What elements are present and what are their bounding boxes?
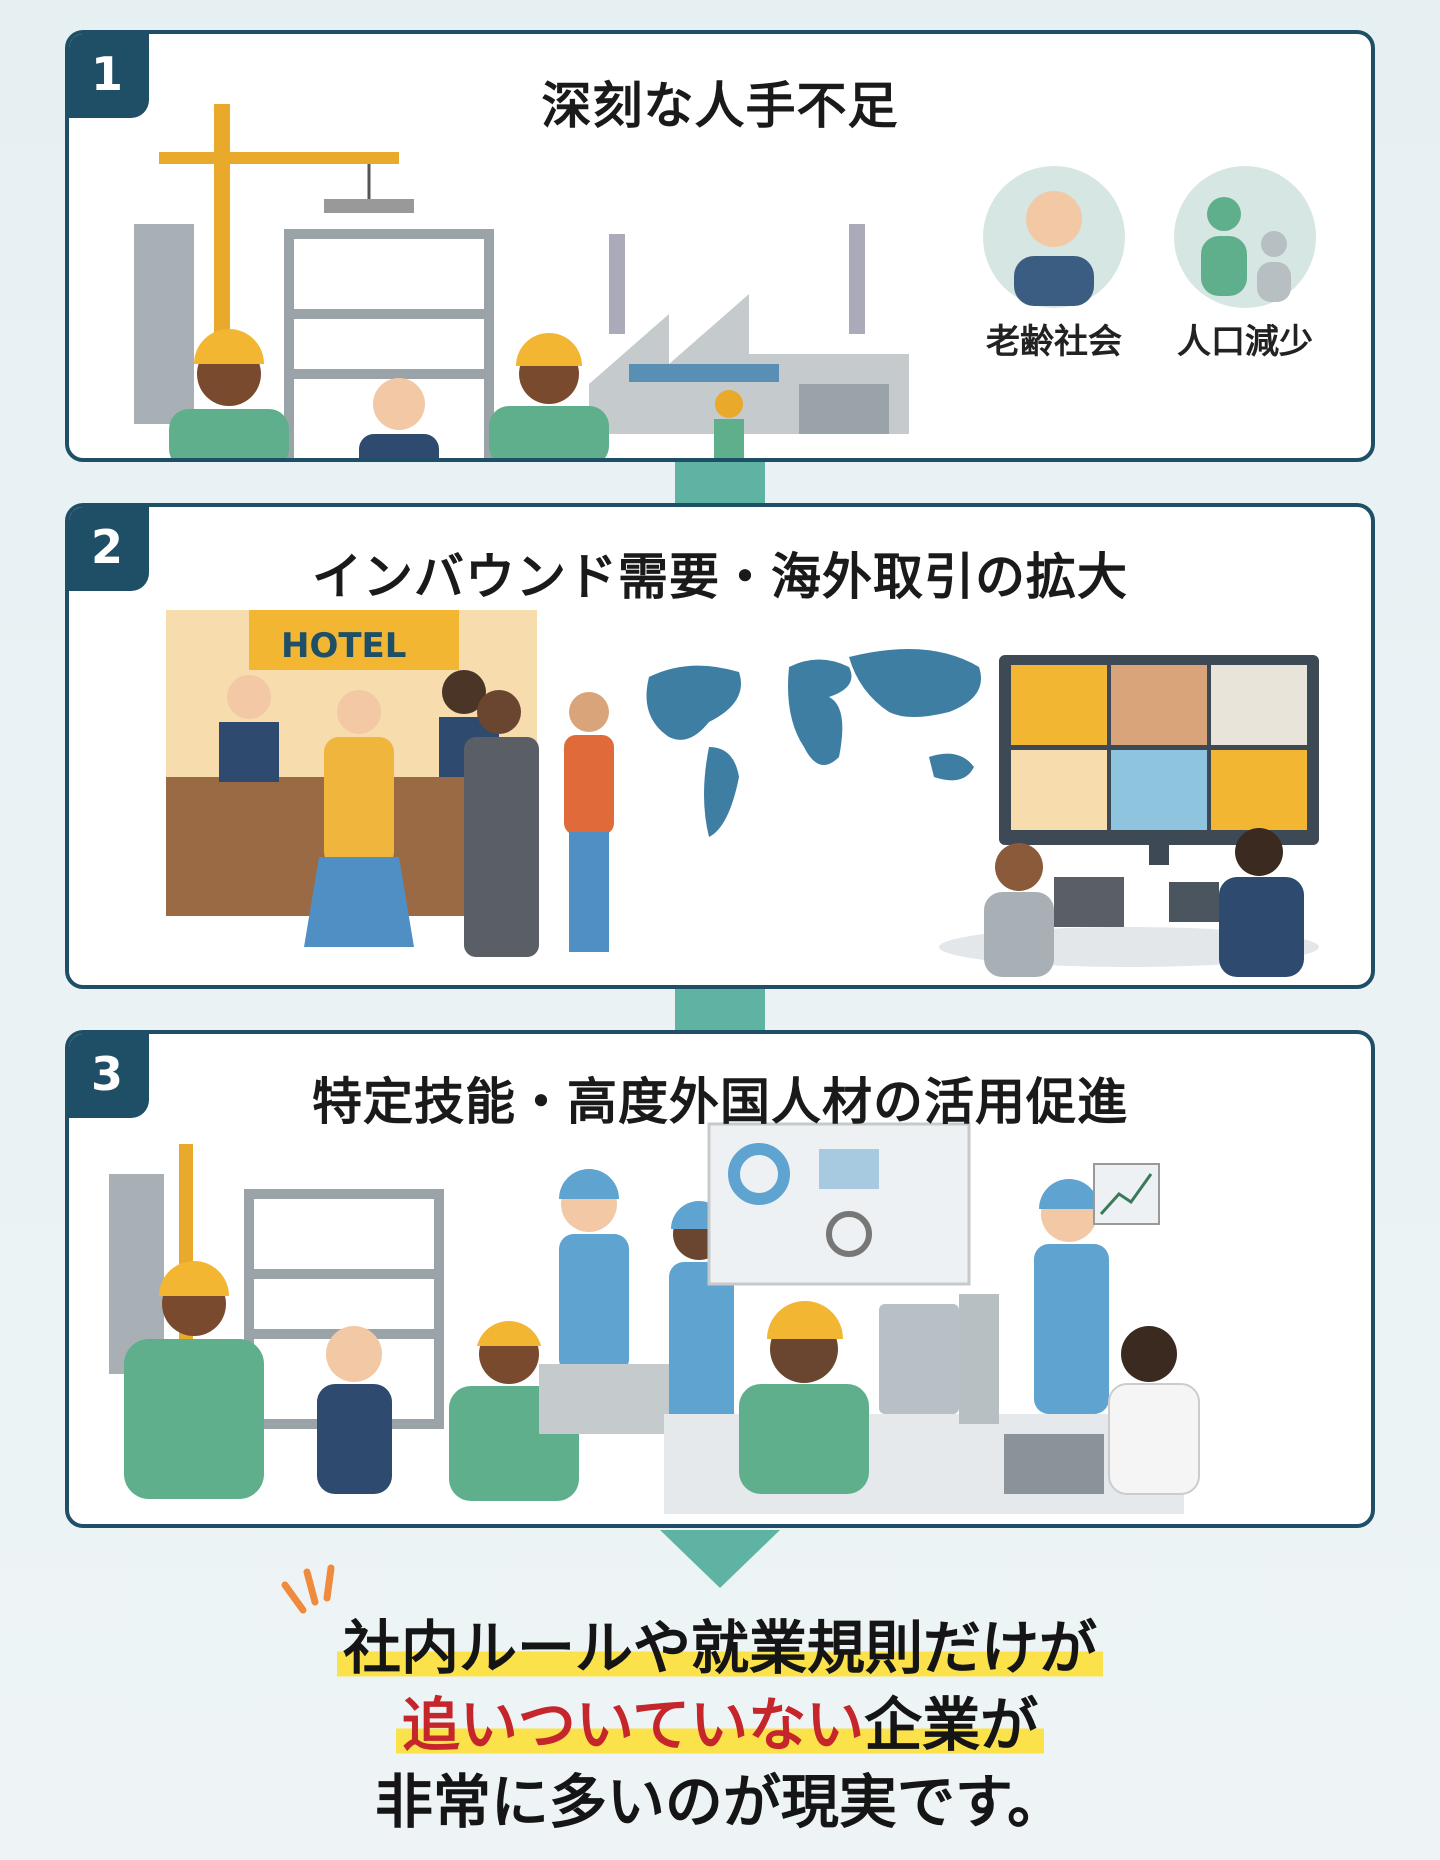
worker-icons <box>169 329 744 458</box>
section-title: 特定技能・高度外国人材の活用促進 <box>312 1073 1128 1131</box>
building-frame <box>284 229 494 458</box>
section-number-badge: 2 <box>69 507 149 591</box>
tag-aging-society: 老齢社会 <box>986 322 1122 362</box>
tag-population-decline: 人口減少 <box>1177 322 1313 362</box>
section-number-badge: 1 <box>69 34 149 118</box>
office-scene <box>664 1122 1200 1514</box>
section-card-2: HOTEL 2 インバウンド需要・海外取引の拡大 <box>65 503 1375 989</box>
conclusion-line-3: 非常に多いのが現実です。 <box>374 1768 1066 1836</box>
inbound-demand-illustration: HOTEL <box>166 610 1319 977</box>
video-conference-monitor <box>939 655 1319 977</box>
labor-shortage-illustration <box>134 104 1316 458</box>
factory-icon <box>589 224 909 434</box>
section-title: 深刻な人手不足 <box>541 77 899 135</box>
foreign-talent-illustration <box>109 1122 1200 1514</box>
emphasis-lines-icon <box>281 1564 335 1614</box>
population-decline-icon <box>1174 166 1316 308</box>
section-card-3: 3 特定技能・高度外国人材の活用促進 <box>65 1030 1375 1528</box>
crane-icon <box>159 104 414 334</box>
section-number-badge: 3 <box>69 1034 149 1118</box>
connector-1-2 <box>675 460 765 506</box>
hotel-sign: HOTEL <box>281 626 406 666</box>
section-card-1: 1 深刻な人手不足 老齢社会 人口減少 <box>65 30 1375 462</box>
worker-icons <box>124 1169 734 1501</box>
section-title: インバウンド需要・海外取引の拡大 <box>312 548 1128 606</box>
conclusion-line-1: 社内ルールや就業規則だけが <box>0 1610 1440 1687</box>
conclusion-line-2: 追いついていない企業が <box>0 1687 1440 1764</box>
connector-2-3 <box>675 987 765 1033</box>
conclusion-text-1: 社内ルールや就業規則だけが <box>336 1614 1103 1682</box>
conclusion-emphasis: 追いついていない <box>401 1691 865 1759</box>
hotel-scene <box>166 610 614 957</box>
world-map-icon <box>646 649 981 837</box>
down-arrow-icon <box>660 1530 780 1588</box>
conclusion-text-2: 企業が <box>864 1691 1039 1759</box>
